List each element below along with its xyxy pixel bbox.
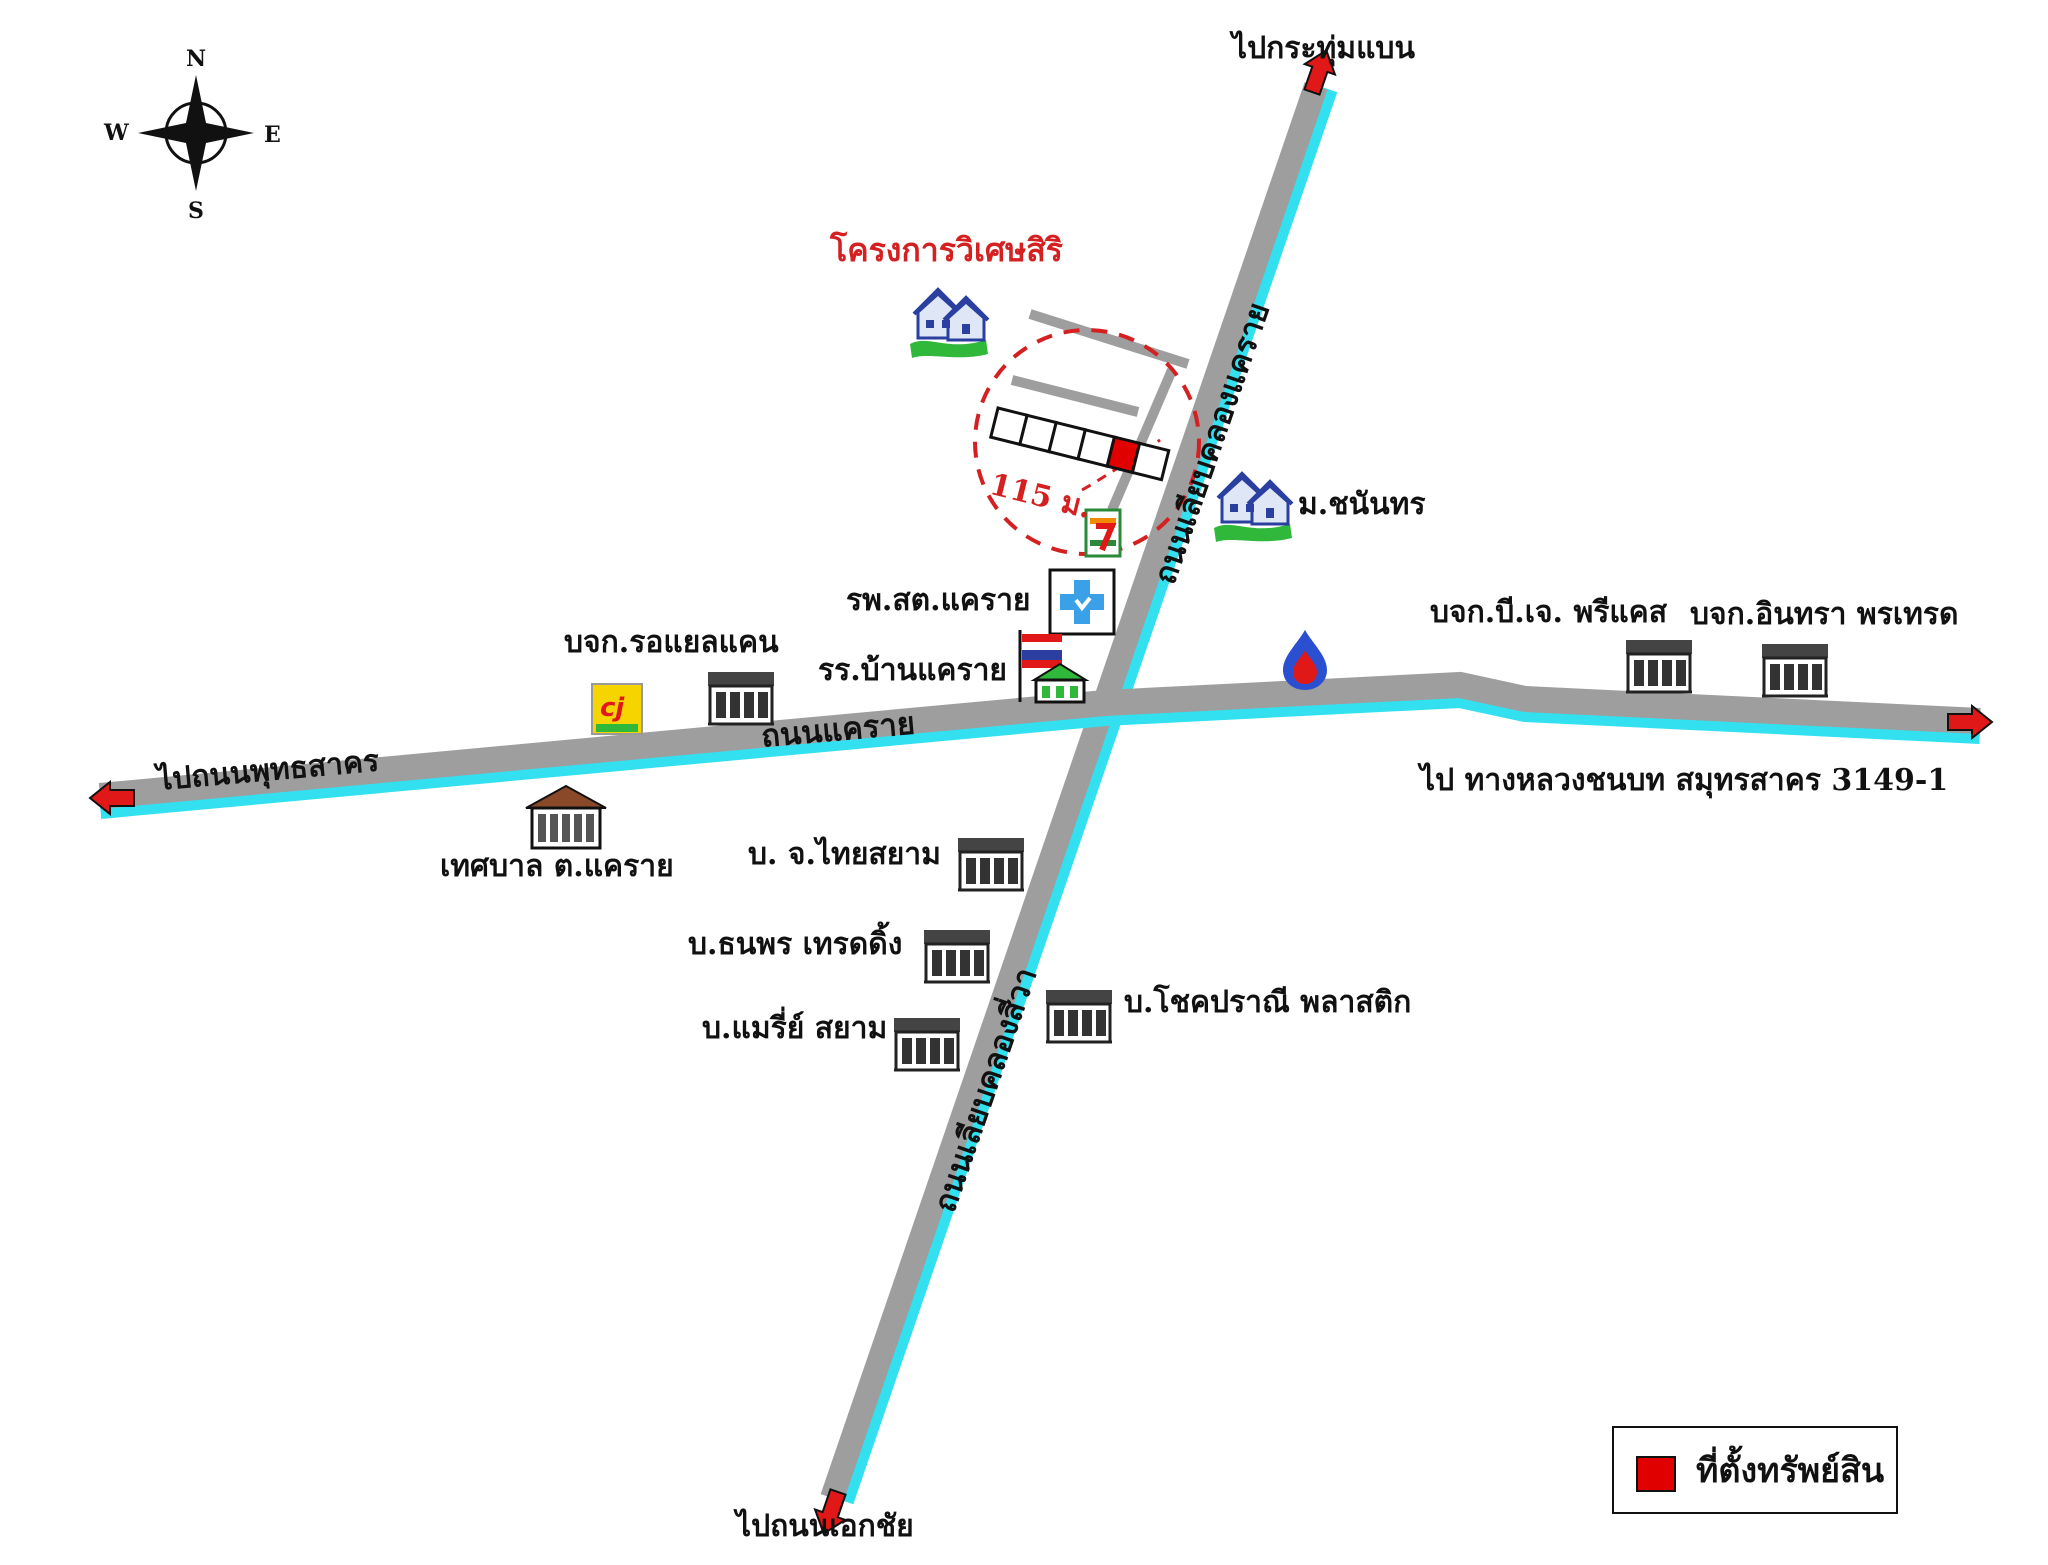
road-east-west <box>98 671 1981 819</box>
seven-eleven-icon <box>1084 508 1122 558</box>
factory-icon <box>956 836 1026 892</box>
cj-store-icon: cj <box>591 683 643 735</box>
school-flag-icon <box>1018 630 1090 704</box>
municipal-building-icon <box>525 784 607 850</box>
factory-icon <box>1760 642 1830 698</box>
marie-siam-label: บ.แมรี่ย์ สยาม <box>702 1011 888 1046</box>
destination-south-label: ไปถนนเอกชัย <box>736 1509 914 1544</box>
map-legend: ที่ตั้งทรัพย์สิน <box>1612 1426 1898 1514</box>
road-north-south <box>820 82 1338 1505</box>
compass-icon <box>138 75 254 191</box>
thanaporn-label: บ.ธนพร เทรดดิ้ง <box>688 927 903 962</box>
project-label: โครงการวิเศษสิริ <box>830 231 1063 269</box>
soi-lines <box>1010 309 1190 512</box>
house-icon <box>1212 472 1294 544</box>
compass-north-label: N <box>186 46 207 72</box>
ptt-gas-drop-icon <box>1283 630 1327 690</box>
destination-north-label: ไปกระทุ่มแบน <box>1232 31 1415 66</box>
chokprani-label: บ.โชคปราณี พลาสติก <box>1124 985 1412 1020</box>
destination-east-label: ไป ทางหลวงชนบท สมุทรสาคร 3149-1 <box>1420 763 1949 798</box>
hospital-cross-icon <box>1048 568 1116 636</box>
compass-west-label: W <box>104 120 129 146</box>
intra-trade-label: บจก.อินทรา พรเทรด <box>1690 597 1959 632</box>
house-icon <box>908 288 990 360</box>
compass-east-label: E <box>264 122 281 148</box>
bj-precast-label: บจก.บี.เจ. พรีแคส <box>1430 595 1668 630</box>
svg-text:cj: cj <box>600 693 625 723</box>
factory-icon <box>1624 638 1694 694</box>
legend-label: ที่ตั้งทรัพย์สิน <box>1696 1451 1885 1491</box>
thai-siam-label: บ. จ.ไทยสยาม <box>748 837 941 872</box>
school-label: รร.บ้านแคราย <box>818 653 1008 688</box>
factory-icon <box>1044 988 1114 1044</box>
village-label: ม.ชนันทร <box>1298 487 1426 522</box>
royal-can-label: บจก.รอแยลแคน <box>564 625 779 660</box>
land-plots <box>988 406 1171 482</box>
municipality-label: เทศบาล ต.แคราย <box>440 849 674 884</box>
health-center-label: รพ.สต.แคราย <box>846 583 1031 618</box>
compass-south-label: S <box>188 198 204 224</box>
factory-icon <box>922 928 992 984</box>
legend-swatch <box>1636 1456 1676 1492</box>
factory-icon <box>706 670 776 726</box>
factory-icon <box>892 1016 962 1072</box>
